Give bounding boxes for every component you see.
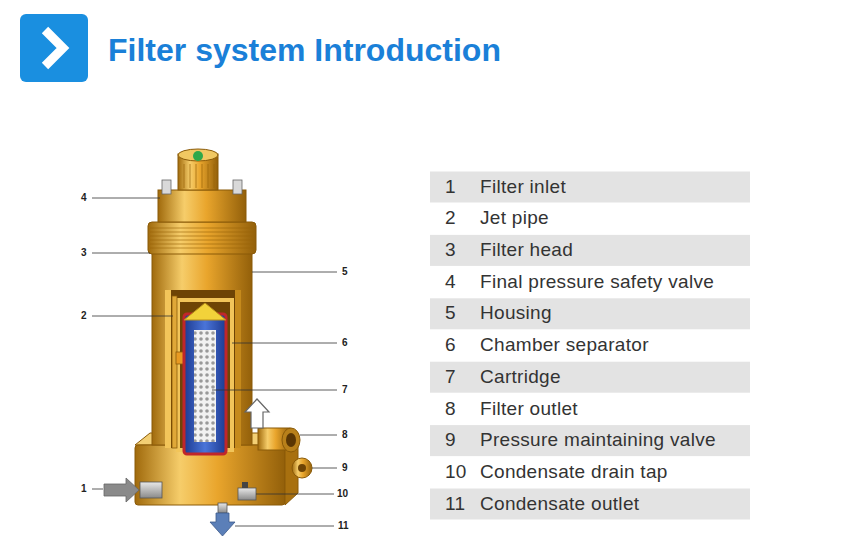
table-band [430, 489, 750, 520]
table-number: 1 [445, 176, 456, 199]
callout-number: 7 [342, 384, 348, 396]
icon-square [20, 14, 88, 82]
outlet-port [282, 428, 300, 452]
callout-number: 10 [337, 488, 348, 500]
callout-number: 1 [81, 483, 87, 495]
thread-line [150, 232, 254, 233]
valve-top [178, 149, 218, 161]
cartridge [184, 314, 226, 454]
thread-line [150, 248, 254, 249]
leader-line [235, 526, 334, 527]
table-cell: Jet pipe [480, 207, 549, 230]
thread-line [150, 240, 254, 241]
bolt [162, 180, 171, 194]
table-band [430, 235, 750, 266]
knurl-line [196, 164, 197, 188]
table-bands [430, 172, 750, 520]
cut-edge [235, 290, 241, 448]
icon-chevron [45, 30, 63, 66]
leader-line [92, 489, 103, 490]
bolt [233, 180, 242, 194]
leader-line [92, 316, 173, 317]
pressure-valve [292, 458, 312, 478]
table-number: 10 [445, 461, 467, 484]
inlet-arrow [104, 478, 139, 502]
knurl-lines [184, 164, 214, 188]
table-number: 8 [445, 398, 456, 421]
callout-number: 2 [81, 310, 87, 322]
top-flange [158, 190, 246, 222]
table-band [430, 362, 750, 393]
inlet-fitting [140, 482, 162, 498]
callout-number: 11 [338, 520, 349, 532]
callout-number: 4 [81, 192, 87, 204]
housing-cutaway [165, 290, 241, 448]
leader-line [92, 253, 150, 254]
callout-number: 6 [342, 337, 348, 349]
knurl-line [184, 164, 185, 188]
drain-pipe [218, 503, 227, 513]
table-band [430, 298, 750, 329]
leader-line [212, 390, 337, 391]
thread-line [150, 228, 254, 229]
filter-drawing [104, 149, 312, 536]
table-cell: Condensate outlet [480, 493, 639, 516]
table-cell: Cartridge [480, 366, 561, 389]
outlet-arrow [245, 399, 269, 428]
callout-number: 9 [342, 462, 348, 474]
thread-line [150, 236, 254, 237]
header-icon [20, 14, 88, 82]
table-cell: Final pressure safety valve [480, 271, 714, 294]
leader-line [300, 435, 337, 436]
table-number: 4 [445, 271, 456, 294]
drain-tap [238, 488, 256, 500]
condensate-arrow [210, 513, 235, 536]
valve-indicator [193, 151, 203, 161]
leader-line [232, 343, 337, 344]
outlet-bore [286, 433, 296, 447]
table-cell: Filter outlet [480, 398, 578, 421]
knurl-line [208, 164, 209, 188]
leader-lines [92, 198, 337, 526]
table-number: 9 [445, 429, 456, 452]
table-cell: Filter head [480, 239, 573, 262]
table-number: 7 [445, 366, 456, 389]
jet-pipe [172, 296, 177, 448]
table-cell: Chamber separator [480, 334, 649, 357]
leader-line [256, 494, 334, 495]
table-cell: Filter inlet [480, 176, 566, 199]
table-number: 5 [445, 302, 456, 325]
table-cell: Housing [480, 302, 552, 325]
table-number: 2 [445, 207, 456, 230]
callout-number: 3 [81, 247, 87, 259]
thread-line [150, 244, 254, 245]
cartridge-media [194, 330, 216, 442]
table-cell: Condensate drain tap [480, 461, 668, 484]
table-band [430, 425, 750, 456]
knurl-line [202, 164, 203, 188]
callout-number: 5 [342, 266, 348, 278]
table-number: 11 [445, 493, 465, 516]
cartridge-cap [184, 303, 226, 320]
knurl-line [214, 164, 215, 188]
leader-line [312, 468, 337, 469]
table-number: 3 [445, 239, 456, 262]
knurl-line [190, 164, 191, 188]
page-title: Filter system Introduction [108, 31, 501, 69]
table-cell: Pressure maintaining valve [480, 429, 716, 452]
cut-edge [165, 290, 171, 448]
thread-lines [150, 228, 254, 248]
leader-line [252, 272, 337, 273]
table-number: 6 [445, 334, 456, 357]
filter-head [148, 222, 256, 254]
table-band [430, 172, 750, 203]
callout-number: 8 [342, 429, 348, 441]
pressure-valve-core [298, 464, 306, 472]
drain-handle [242, 482, 248, 488]
leader-line [92, 198, 160, 199]
